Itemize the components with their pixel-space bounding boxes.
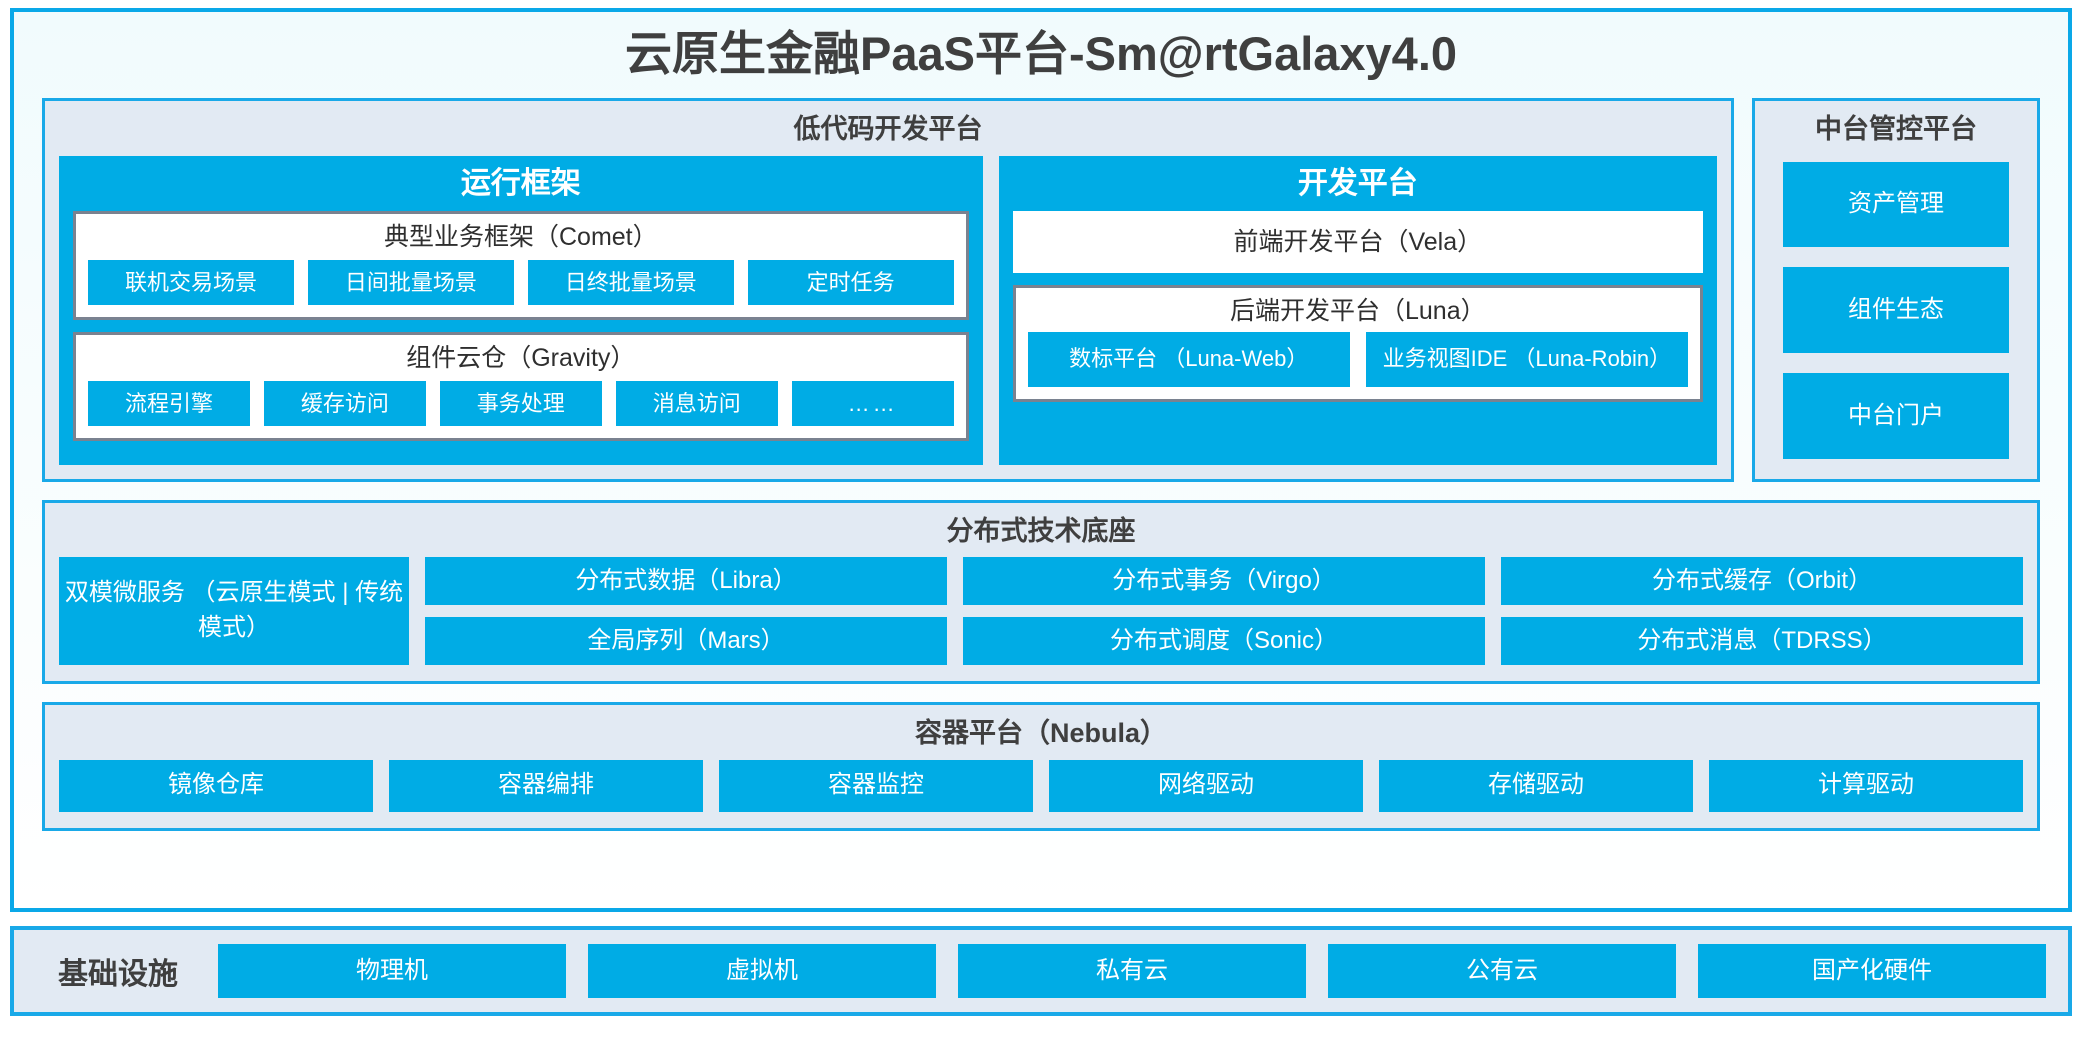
container-item-storage-driver[interactable]: 存储驱动 <box>1379 759 1693 812</box>
lowcode-platform-body: 运行框架 典型业务框架（Comet） 联机交易场景 日间批量场景 日终批量场景 … <box>45 155 1731 479</box>
distributed-item-sonic[interactable]: 分布式调度（Sonic） <box>963 617 1485 666</box>
infrastructure-item-virtual-machine[interactable]: 虚拟机 <box>588 944 936 998</box>
control-item-asset-management[interactable]: 资产管理 <box>1783 161 2009 248</box>
comet-item-eod-batch[interactable]: 日终批量场景 <box>527 259 734 305</box>
luna-backend-box: 后端开发平台（Luna） 数标平台 （Luna-Web） 业务视图IDE （Lu… <box>1012 284 1703 402</box>
control-item-component-ecosystem[interactable]: 组件生态 <box>1783 267 2009 354</box>
main-platform-frame: 云原生金融PaaS平台-Sm@rtGalaxy4.0 低代码开发平台 运行框架 … <box>10 8 2072 912</box>
infrastructure-label: 基础设施 <box>58 958 178 991</box>
development-platform-title: 开发平台 <box>1297 166 1418 200</box>
distributed-base-panel: 分布式技术底座 双模微服务 （云原生模式 | 传统模式） 分布式数据（Libra… <box>42 499 2040 685</box>
page-title: 云原生金融PaaS平台-Sm@rtGalaxy4.0 <box>624 27 1458 80</box>
dual-mode-microservice-column: 双模微服务 （云原生模式 | 传统模式） <box>59 557 409 666</box>
distributed-column-2: 分布式事务（Virgo） 分布式调度（Sonic） <box>963 557 1485 666</box>
gravity-item-cache-access[interactable]: 缓存访问 <box>263 380 426 426</box>
container-platform-panel: 容器平台（Nebula） 镜像仓库 容器编排 容器监控 网络驱动 存储驱动 计算… <box>42 702 2040 831</box>
lowcode-platform-title: 低代码开发平台 <box>793 114 983 145</box>
infrastructure-panel: 基础设施 物理机 虚拟机 私有云 公有云 国产化硬件 <box>10 926 2072 1016</box>
control-platform-title: 中台管控平台 <box>1815 114 1977 145</box>
container-platform-title: 容器平台（Nebula） <box>914 718 1168 749</box>
development-platform-card: 开发平台 前端开发平台（Vela） 后端开发平台（Luna） 数标平台 （Lun… <box>998 155 1717 465</box>
gravity-box: 组件云仓（Gravity） 流程引擎 缓存访问 事务处理 消息访问 …… <box>73 331 969 441</box>
distributed-item-orbit[interactable]: 分布式缓存（Orbit） <box>1501 557 2023 606</box>
runtime-framework-card: 运行框架 典型业务框架（Comet） 联机交易场景 日间批量场景 日终批量场景 … <box>59 155 983 465</box>
comet-item-intraday-batch[interactable]: 日间批量场景 <box>307 259 514 305</box>
distributed-column-3: 分布式缓存（Orbit） 分布式消息（TDRSS） <box>1501 557 2023 666</box>
comet-item-scheduled-task[interactable]: 定时任务 <box>747 259 954 305</box>
infrastructure-item-public-cloud[interactable]: 公有云 <box>1328 944 1676 998</box>
luna-backend-title: 后端开发平台（Luna） <box>1230 296 1486 325</box>
luna-item-luna-web[interactable]: 数标平台 （Luna-Web） <box>1027 331 1350 387</box>
distributed-item-tdrss[interactable]: 分布式消息（TDRSS） <box>1501 617 2023 666</box>
infrastructure-item-domestic-hardware[interactable]: 国产化硬件 <box>1698 944 2046 998</box>
container-item-image-registry[interactable]: 镜像仓库 <box>59 759 373 812</box>
distributed-item-virgo[interactable]: 分布式事务（Virgo） <box>963 557 1485 606</box>
control-platform-panel: 中台管控平台 资产管理 组件生态 中台门户 <box>1752 98 2040 482</box>
container-platform-items: 镜像仓库 容器编排 容器监控 网络驱动 存储驱动 计算驱动 <box>45 759 2037 828</box>
gravity-title: 组件云仓（Gravity） <box>406 343 636 372</box>
gravity-item-transaction-processing[interactable]: 事务处理 <box>439 380 602 426</box>
lowcode-platform-panel: 低代码开发平台 运行框架 典型业务框架（Comet） 联机交易场景 日间批量场景… <box>42 98 1734 482</box>
comet-title: 典型业务框架（Comet） <box>383 222 658 251</box>
distributed-item-mars[interactable]: 全局序列（Mars） <box>425 617 947 666</box>
luna-items: 数标平台 （Luna-Web） 业务视图IDE （Luna-Robin） <box>1016 330 1700 399</box>
vela-frontend-box[interactable]: 前端开发平台（Vela） <box>1012 210 1703 273</box>
container-item-monitoring[interactable]: 容器监控 <box>719 759 1033 812</box>
control-item-portal[interactable]: 中台门户 <box>1783 373 2009 459</box>
comet-item-online-transaction[interactable]: 联机交易场景 <box>88 259 294 305</box>
infrastructure-item-physical-machine[interactable]: 物理机 <box>218 944 566 998</box>
container-item-orchestration[interactable]: 容器编排 <box>389 759 703 812</box>
top-row: 低代码开发平台 运行框架 典型业务框架（Comet） 联机交易场景 日间批量场景… <box>42 98 2040 482</box>
control-platform-items: 资产管理 组件生态 中台门户 <box>1755 156 2037 479</box>
comet-box: 典型业务框架（Comet） 联机交易场景 日间批量场景 日终批量场景 定时任务 <box>73 210 969 320</box>
runtime-framework-title: 运行框架 <box>460 166 581 200</box>
gravity-items: 流程引擎 缓存访问 事务处理 消息访问 …… <box>76 377 966 438</box>
distributed-base-body: 双模微服务 （云原生模式 | 传统模式） 分布式数据（Libra） 全局序列（M… <box>45 557 2037 681</box>
infrastructure-item-private-cloud[interactable]: 私有云 <box>958 944 1306 998</box>
gravity-item-process-engine[interactable]: 流程引擎 <box>88 380 250 426</box>
gravity-item-message-access[interactable]: 消息访问 <box>615 380 778 426</box>
container-item-compute-driver[interactable]: 计算驱动 <box>1709 759 2023 812</box>
distributed-item-libra[interactable]: 分布式数据（Libra） <box>425 557 947 606</box>
luna-item-luna-robin[interactable]: 业务视图IDE （Luna-Robin） <box>1365 331 1688 387</box>
dual-mode-microservice-card[interactable]: 双模微服务 （云原生模式 | 传统模式） <box>59 557 409 666</box>
comet-items: 联机交易场景 日间批量场景 日终批量场景 定时任务 <box>76 256 966 317</box>
distributed-base-title: 分布式技术底座 <box>946 515 1136 546</box>
gravity-item-more-ellipsis[interactable]: …… <box>791 380 954 426</box>
container-item-network-driver[interactable]: 网络驱动 <box>1049 759 1363 812</box>
distributed-column-1: 分布式数据（Libra） 全局序列（Mars） <box>425 557 947 666</box>
